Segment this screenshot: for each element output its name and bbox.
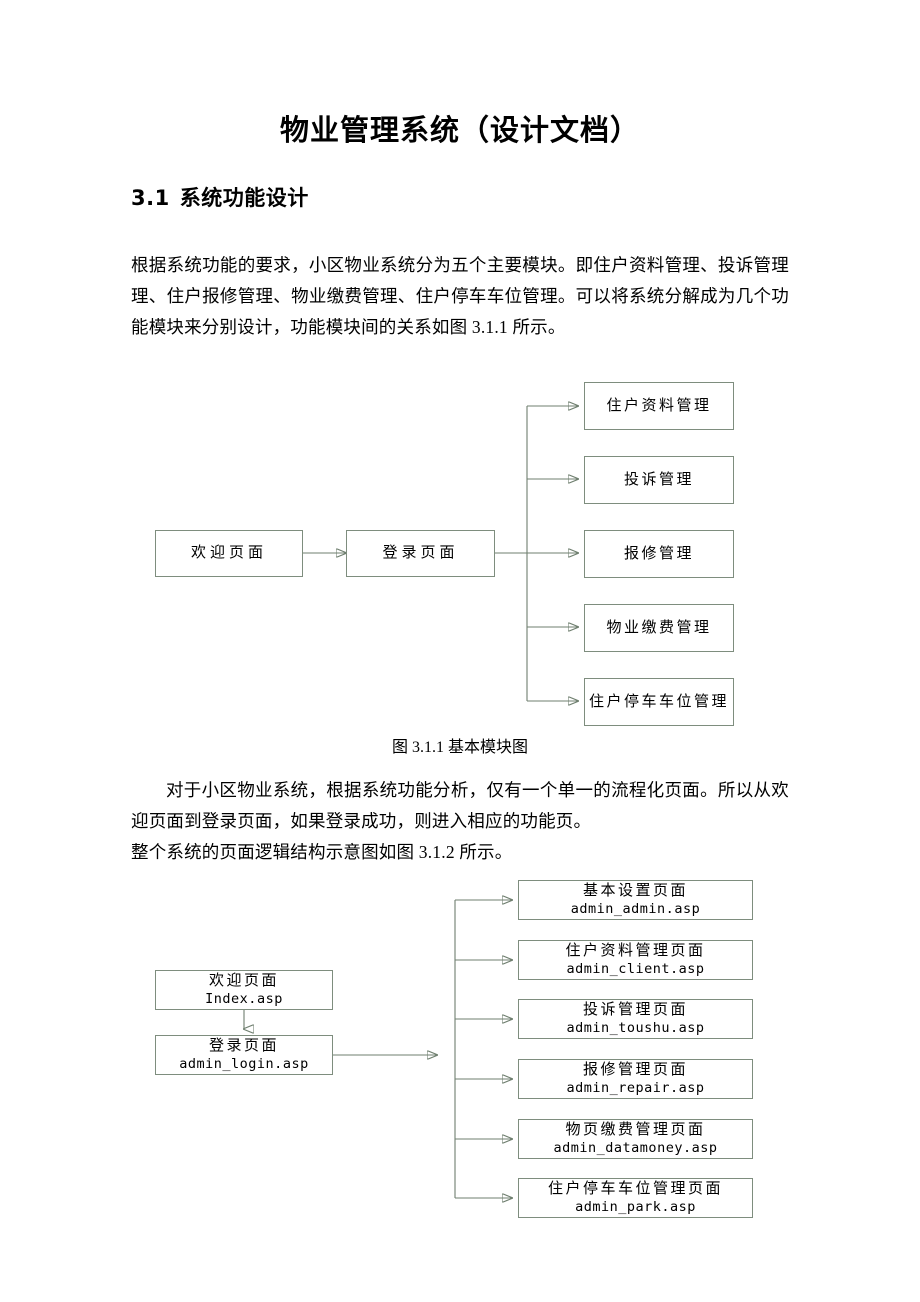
node-filename: admin_repair.asp — [566, 1080, 705, 1096]
page-title: 物业管理系统（设计文档） — [279, 113, 640, 147]
node-label: 欢迎页面 — [190, 545, 267, 561]
node-page-payment[interactable]: 物页缴费管理页面 admin_datamoney.asp — [518, 1119, 753, 1159]
paragraph-flow-line2: 整个系统的页面逻辑结构示意图如图 3.1.2 所示。 — [131, 842, 513, 862]
node-filename: admin_admin.asp — [570, 901, 701, 917]
node-page-parking[interactable]: 住户停车车位管理页面 admin_park.asp — [518, 1178, 753, 1218]
node-page-basic-settings[interactable]: 基本设置页面 admin_admin.asp — [518, 880, 753, 920]
node-module-complaint[interactable]: 投诉管理 — [584, 456, 734, 504]
section-heading: 3.1 系统功能设计 — [131, 183, 309, 213]
node-welcome-page-index[interactable]: 欢迎页面 Index.asp — [155, 970, 333, 1010]
node-label: 报修管理页面 — [582, 1062, 688, 1078]
node-label: 欢迎页面 — [208, 973, 279, 989]
node-filename: admin_toushu.asp — [566, 1020, 705, 1036]
node-filename: admin_datamoney.asp — [553, 1140, 718, 1156]
node-label: 住户停车车位管理 — [588, 693, 729, 710]
section-number: 3.1 — [131, 186, 170, 210]
node-module-payment[interactable]: 物业缴费管理 — [584, 604, 734, 652]
node-welcome-page[interactable]: 欢迎页面 — [155, 530, 303, 577]
node-login-page[interactable]: 登录页面 — [346, 530, 495, 577]
node-label: 住户停车车位管理页面 — [547, 1181, 723, 1197]
node-label: 基本设置页面 — [582, 883, 688, 899]
section-heading-text: 系统功能设计 — [179, 186, 309, 210]
paragraph-flow-line1: 对于小区物业系统，根据系统功能分析，仅有一个单一的流程化页面。所以从欢迎页面到登… — [131, 780, 789, 831]
figure-caption-311: 图 3.1.1 基本模块图 — [391, 739, 528, 756]
node-label: 住户资料管理页面 — [565, 943, 706, 959]
node-filename: Index.asp — [205, 991, 283, 1007]
node-login-page-admin-login[interactable]: 登录页面 admin_login.asp — [155, 1035, 333, 1075]
paragraph-intro: 根据系统功能的要求，小区物业系统分为五个主要模块。即住户资料管理、投诉管理理、住… — [131, 255, 789, 337]
node-page-complaint[interactable]: 投诉管理页面 admin_toushu.asp — [518, 999, 753, 1039]
node-page-repair[interactable]: 报修管理页面 admin_repair.asp — [518, 1059, 753, 1099]
node-label: 物页缴费管理页面 — [565, 1122, 706, 1138]
node-label: 登录页面 — [382, 545, 459, 561]
node-label: 报修管理 — [623, 545, 694, 562]
node-module-repair[interactable]: 报修管理 — [584, 530, 734, 578]
paragraph-flow: 对于小区物业系统，根据系统功能分析，仅有一个单一的流程化页面。所以从欢迎页面到登… — [131, 775, 789, 868]
node-module-resident-info[interactable]: 住户资料管理 — [584, 382, 734, 430]
node-label: 投诉管理 — [623, 471, 694, 488]
node-page-resident-info[interactable]: 住户资料管理页面 admin_client.asp — [518, 940, 753, 980]
node-label: 登录页面 — [208, 1038, 279, 1054]
node-label: 物业缴费管理 — [606, 619, 712, 636]
node-label: 住户资料管理 — [606, 397, 712, 414]
node-filename: admin_login.asp — [179, 1056, 309, 1072]
node-filename: admin_client.asp — [566, 961, 705, 977]
node-label: 投诉管理页面 — [582, 1002, 688, 1018]
node-module-parking[interactable]: 住户停车车位管理 — [584, 678, 734, 726]
node-filename: admin_park.asp — [575, 1199, 696, 1215]
